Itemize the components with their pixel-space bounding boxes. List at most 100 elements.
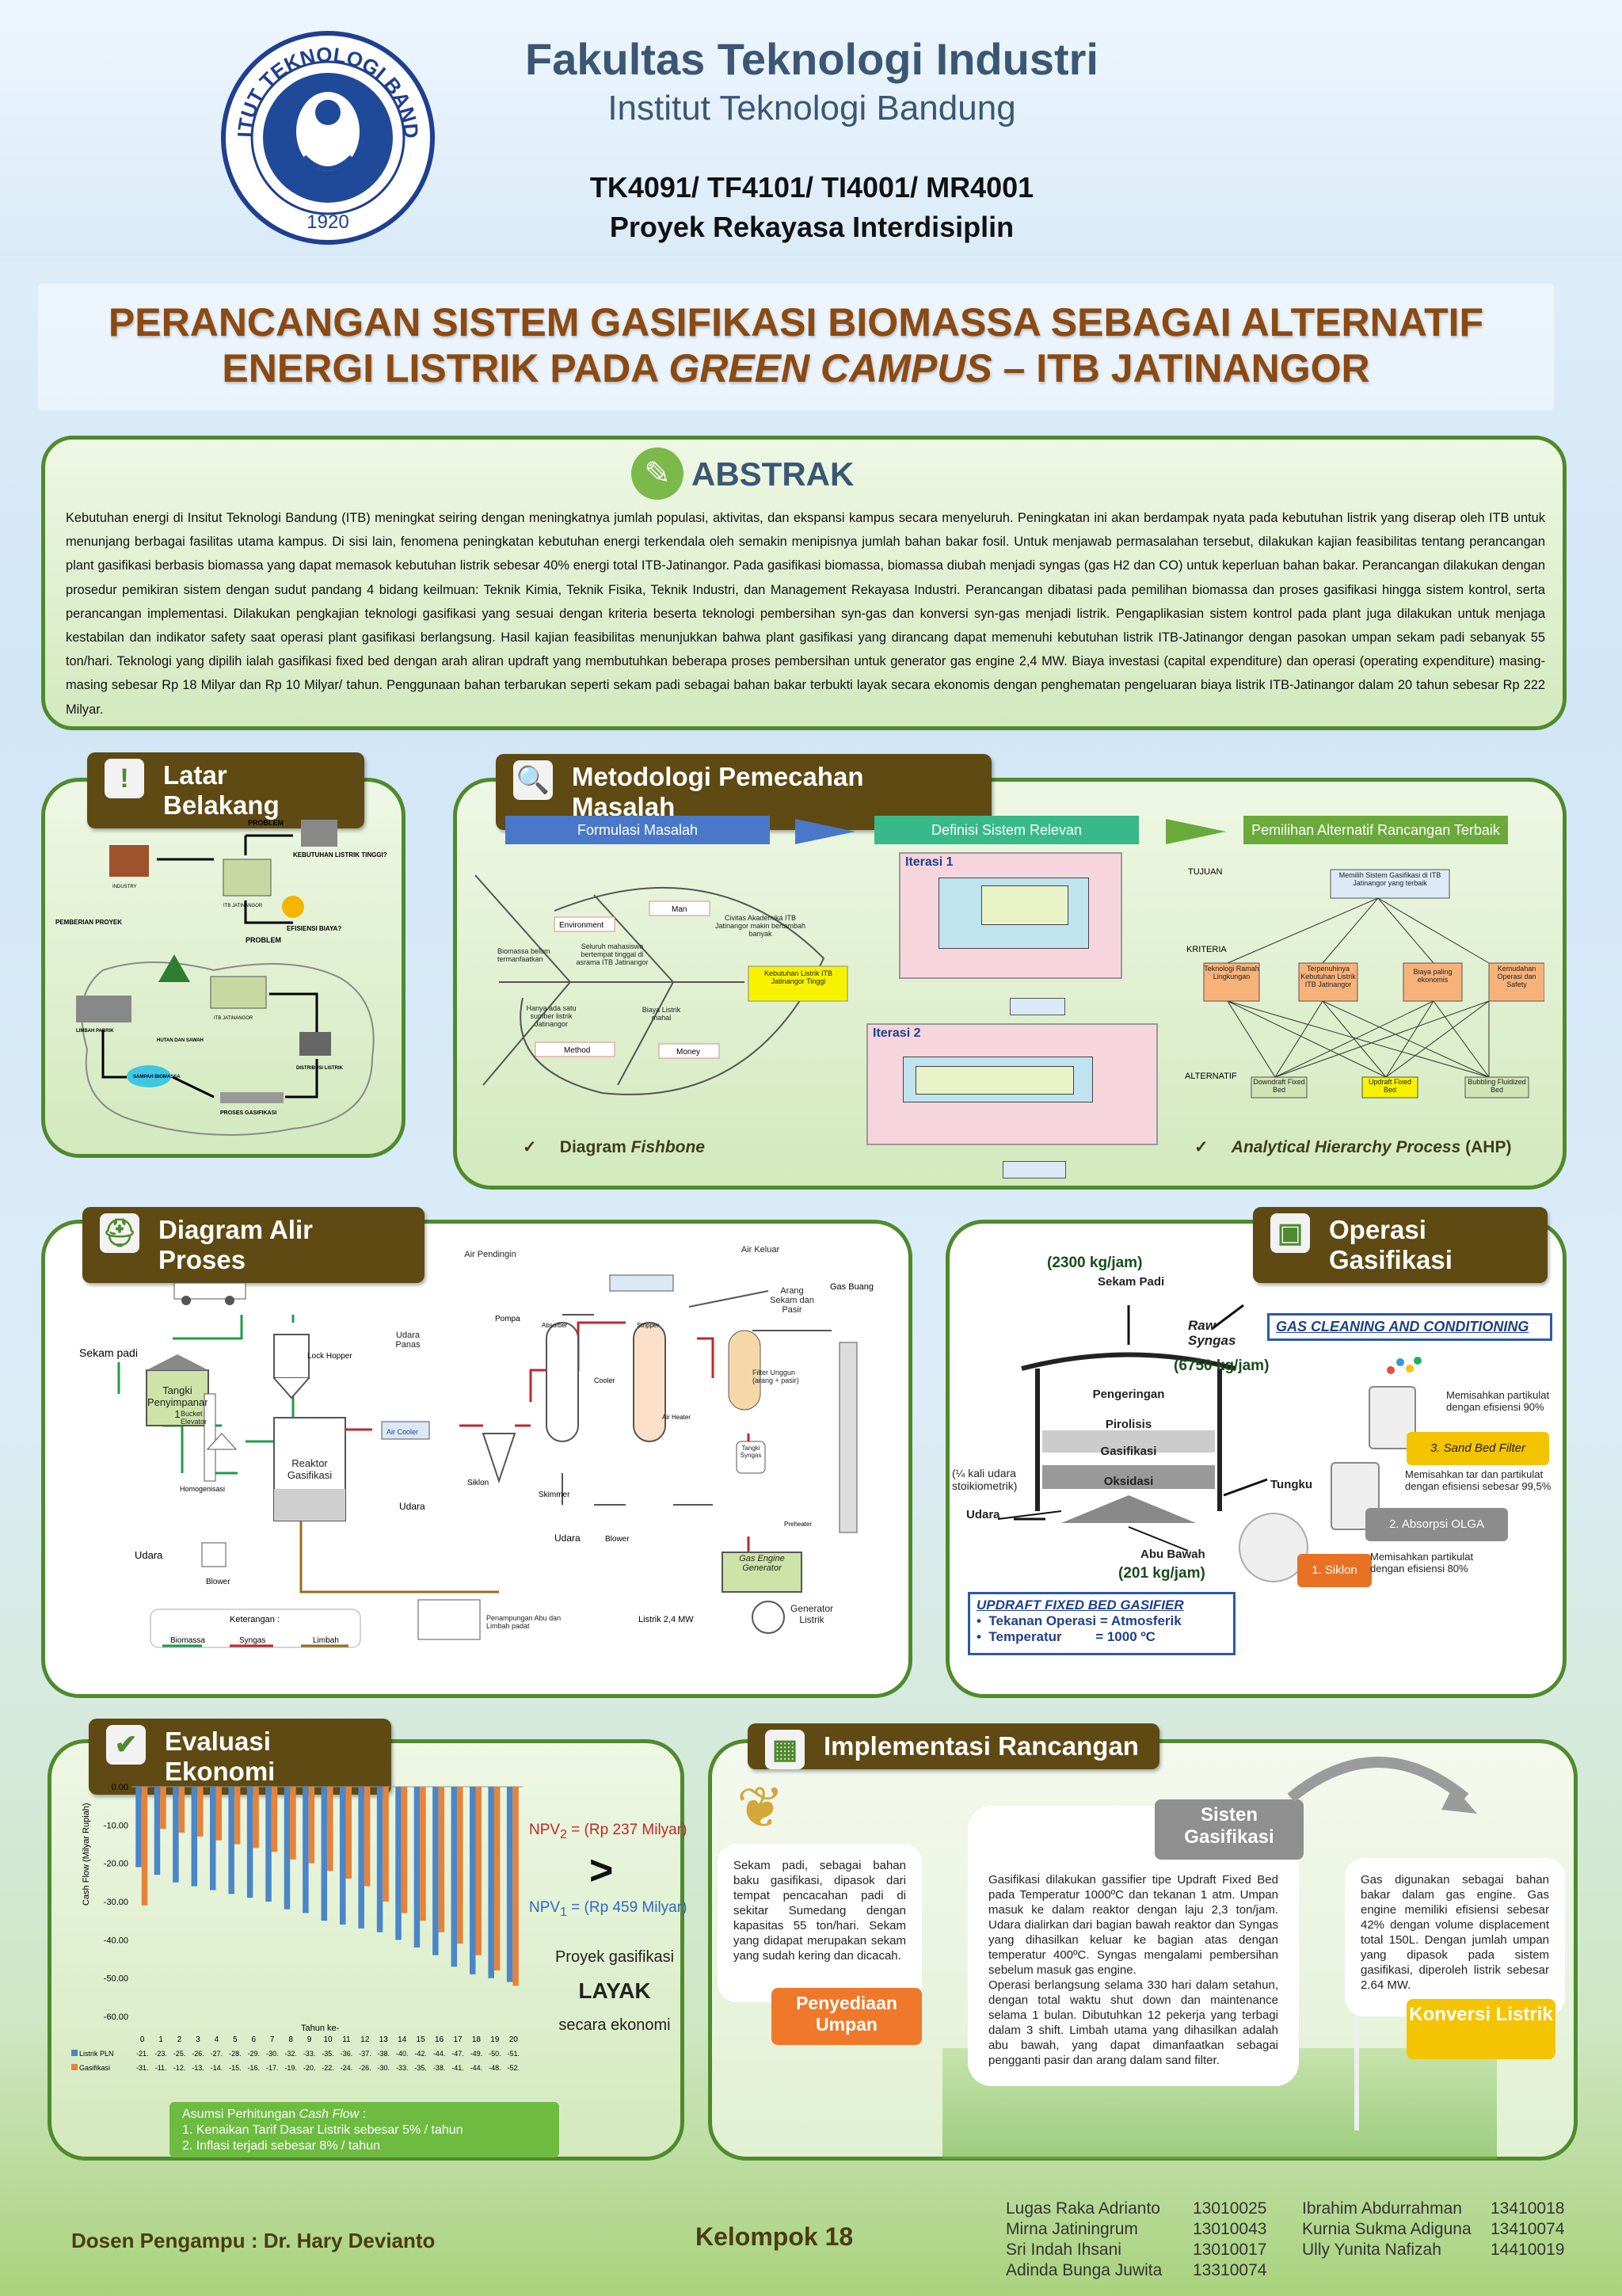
ekonomi-heading: Evaluasi Ekonomi [165,1727,276,1786]
assumption-2: 2. Inflasi terjadi sebesar 8% / tahun [182,2139,380,2153]
flow-label-sekam: Sekam padi [79,1346,138,1359]
updraft-title: UPDRAFT FIXED BED GASIFIER [977,1597,1184,1613]
chart-bar-gasifikasi [420,1787,426,1921]
course-codes: TK4091/ TF4101/ TI4001/ MR4001 [589,171,1034,204]
flow-label-gen-listrik: Generator Listrik [790,1603,834,1625]
chart-bar-gasifikasi [401,1787,408,1913]
chart-bar-gasifikasi [253,1787,259,1849]
fishbone-cause-asrama: Seluruh mahasiswa bertempat tinggal di a… [576,942,649,966]
chart-xtick: 13 [379,2035,389,2044]
flow-label-lock: Lock Hopper [307,1352,352,1361]
metodologi-heading: Metodologi Pemecahan Masalah [572,762,864,821]
chart-data-label: -37. [359,2050,371,2058]
fishbone-caption: ✓ Diagram Fishbone [523,1138,705,1156]
chart-bar-gasifikasi [438,1787,445,1932]
flow-label-penampungan: Penampungan Abu dan Limbah padat [486,1614,562,1630]
flow-label-tangki-syngas: Tangki Syngas [740,1445,762,1459]
gcc-step-1: 1. Siklon [1297,1554,1372,1587]
chart-data-label: -36. [341,2050,353,2058]
flow-label-reaktor: Reaktor Gasifikasi [287,1457,333,1481]
chart-xtick: 8 [288,2035,293,2044]
gcc-step-3-desc: Memisahkan partikulat dengan efisiensi 9… [1446,1389,1550,1413]
chart-bar-gasifikasi [178,1787,185,1833]
iterasi-1-box: Iterasi 1 [899,852,1122,979]
flow-arrow-icon [1283,1742,1489,1822]
gcc-step-1-desc: Memisahkan partikulat dengan efisiensi 8… [1370,1551,1474,1574]
chart-bar-pln [451,1787,458,1967]
flow-label-preheater: Preheater [784,1521,812,1528]
abstract-panel: ✎ ABSTRAK Kebutuhan energi di Insitut Te… [41,436,1567,730]
npv1: NPV1 = (Rp 459 Milyar) [529,1899,687,1919]
chart-bar-gasifikasi [234,1787,241,1845]
lightbulb-icon: ✎ [631,447,683,500]
ahp-criteria-3: Biaya paling ekonomis [1413,968,1453,984]
latar-heading: Latar Belakang [163,760,280,820]
syngas-rate: (6750 kg/jam) [1174,1357,1270,1374]
chart-data-label: -35. [322,2050,334,2058]
chart-legend-name: Listrik PLN [79,2050,114,2058]
latar-label-itb1: ITB JATINANGOR [223,904,263,908]
chart-data-label: -21. [136,2050,149,2058]
fishbone-diagram: Environment Man Method Money Biomassa be… [474,863,863,1109]
wind-turbine-icon [1354,2012,1359,2130]
chart-bar-gasifikasi [141,1787,148,1906]
flow-label-air-keluar: Air Keluar [741,1245,780,1255]
flow-label-udara3: Udara [554,1533,581,1544]
udara-inlet: Udara [966,1508,1000,1521]
fishbone-environment: Environment [559,921,603,930]
latar-label-problem1: PROBLEM [248,819,284,827]
chart-data-label: -30. [266,2050,279,2058]
chart-bar-gasifikasi [364,1787,371,1887]
iterasi-2-label: Iterasi 2 [873,1026,921,1040]
legend-title: Keterangan : [230,1615,280,1624]
chart-bar-pln [154,1787,161,1875]
chart-bar-gasifikasi [512,1787,519,1986]
chart-data-label: -35. [414,2064,427,2072]
chart-data-label: -33. [303,2050,316,2058]
step-definisi: Definisi Sistem Relevan [874,816,1139,844]
ahp-alt-1: Downdraft Fixed Bed [1253,1078,1305,1094]
step-formulasi: Formulasi Masalah [505,816,770,844]
flow-label-stripper: Stripper [637,1322,659,1329]
iterasi-connector-2 [1003,1161,1066,1178]
penyediaan-label: Penyediaan Umpan [771,1988,922,2045]
helmet-icon: ⛑ [100,1213,139,1253]
faculty-name: Fakultas Teknologi Industri [525,34,1098,84]
ahp-alt-2: Updraft Fixed Bed [1368,1078,1412,1094]
chart-bar-pln [395,1787,402,1940]
chart-bar-pln [321,1787,328,1921]
chart-bar-gasifikasi [327,1787,333,1871]
chart-bar-gasifikasi [475,1787,482,1955]
ahp-alt-3: Bubbling Fluidized Bed [1468,1078,1526,1094]
chart-bar-gasifikasi [197,1787,204,1837]
latar-label-distribusi: DISTRIBUSI LISTRIK [296,1066,344,1071]
penyediaan-card: Sekam padi, sebagai bahan baku gasifikas… [718,1844,922,2002]
konversi-label: Konversi Listrik [1407,1999,1555,2059]
updraft-box: UPDRAFT FIXED BED GASIFIER • Tekanan Ope… [968,1592,1236,1655]
flow-label-gas-buang: Gas Buang [830,1282,874,1292]
gcc-step-3: 3. Sand Bed Filter [1407,1432,1549,1465]
latar-label-itb2: ITB JATINANGOR [214,1016,253,1021]
latar-label-problem2: PROBLEM [246,936,281,944]
chart-ylabel: Cash Flow (Milyar Rupiah) [82,1803,91,1906]
chart-ytick: -10.00 [104,1821,128,1830]
ekonomi-tab: ✔ Evaluasi Ekonomi [89,1719,391,1795]
legend-syngas: Syngas [239,1636,265,1645]
flow-label-udara-panas: Udara Panas [395,1331,421,1350]
dosen-pengampu: Dosen Pengampu : Dr. Hary Devianto [71,2229,436,2252]
cashflow-chart: Cash Flow (Milyar Rupiah) Tahun ke- 0.00… [71,1771,531,2088]
ahp-level-tujuan: TUJUAN [1188,867,1222,877]
chart-bar-pln [209,1787,216,1890]
chart-data-label: -50. [489,2050,501,2058]
gasifikasi-text-1: Gasifikasi dilakukan gassifier tipe Updr… [988,1873,1278,1977]
ahp-goal: Memilih Sistem Gasifikasi di ITB Jatinan… [1338,871,1441,887]
latar-label-industry: INDUSTRY [112,885,137,889]
alir-tab: ⛑ Diagram Alir Proses [82,1207,425,1283]
siklon-illustration [1239,1513,1308,1582]
latar-label-proses: PROSES GASIFIKASI [220,1110,276,1116]
assumption-title: Asumsi Perhitungan Cash Flow : [182,2108,367,2121]
fishbone-cause-biaya: Biaya Listrik mahal [642,1006,681,1022]
chart-legend-swatch [71,2064,78,2070]
chart-xtick: 12 [360,2035,370,2044]
ahp-level-alternatif: ALTERNATIF [1185,1072,1237,1081]
